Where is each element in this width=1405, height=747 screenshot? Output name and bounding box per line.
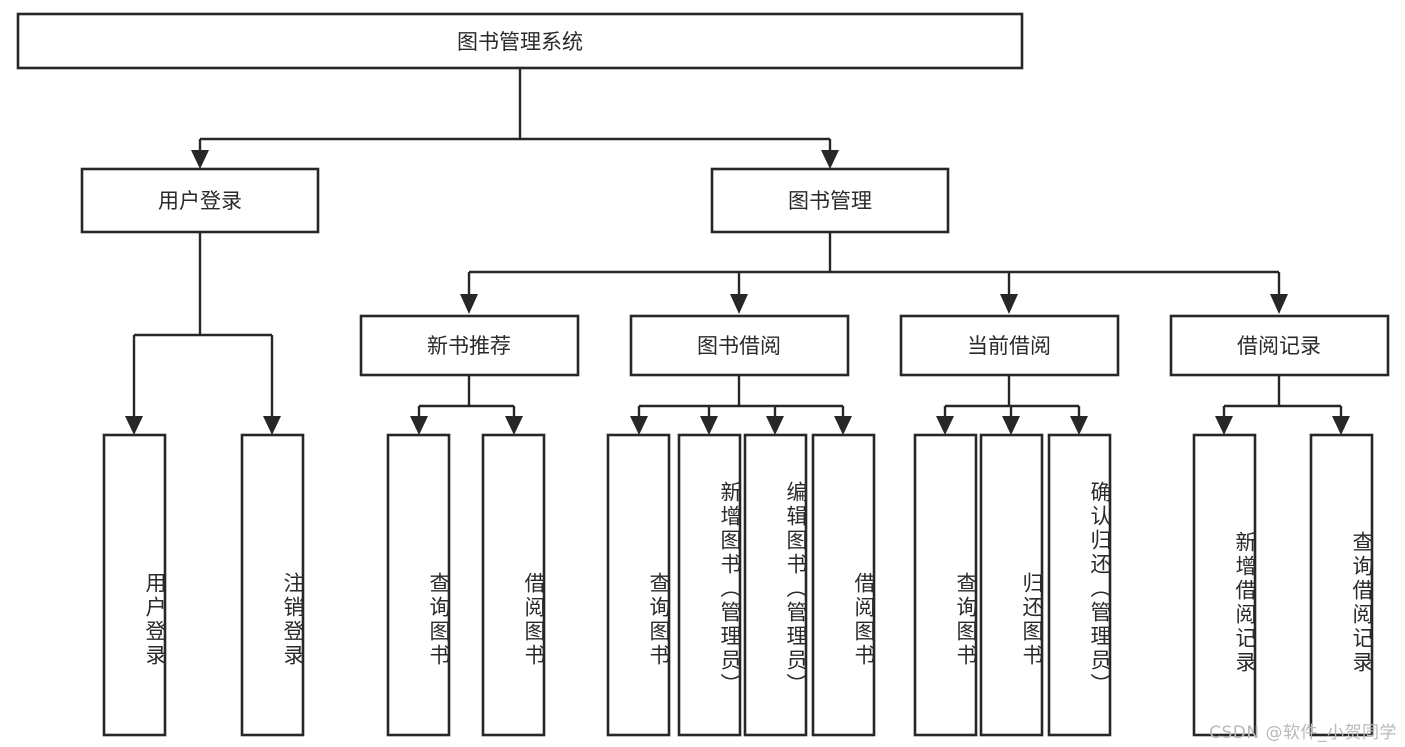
arrow-head-icon [263,416,281,435]
node-book-management[interactable]: 图书管理 [710,167,950,234]
root-box [16,12,1024,70]
arrow-head-icon [505,416,523,435]
current-borrow-label: 当前借阅 [967,334,1051,358]
arrow-head-icon [1070,416,1088,435]
leaf-box-user-login[interactable] [102,433,167,737]
arrow-head-icon [766,416,784,435]
connector-user-login-to-leaves [125,232,281,435]
arrow-head-icon [730,294,748,314]
arrow-head-icon [1000,294,1018,314]
user-login-label: 用户登录 [158,189,242,213]
arrow-head-icon [125,416,143,435]
leaf-box-edit-book-admin[interactable] [743,433,808,737]
csdn-watermark: CSDN @软件_小贺同学 [1209,723,1397,743]
user-login-box [80,167,320,234]
leaf-box-return-book[interactable] [979,433,1044,737]
leaf-box-query-borrow-record[interactable] [1309,433,1374,737]
arrow-head-icon [191,150,209,169]
borrow-record-label: 借阅记录 [1237,334,1321,358]
leaf-box-add-borrow-record[interactable] [1192,433,1257,737]
arrow-head-icon [460,294,478,314]
book-management-label: 图书管理 [788,189,872,213]
connector-new-book-recommend-to-leaves [410,375,523,435]
connector-book-management-to-level3 [460,232,1288,314]
arrow-head-icon [1332,416,1350,435]
leaf-box-confirm-return-admin[interactable] [1047,433,1112,737]
new-book-recommend-label: 新书推荐 [427,334,511,358]
leaf-box-query-book-current[interactable] [913,433,978,737]
node-new-book-recommend[interactable]: 新书推荐 [359,314,580,377]
book-borrow-label: 图书借阅 [697,334,781,358]
leaf-box-add-book-admin[interactable] [677,433,742,737]
connector-book-borrow-to-leaves [630,375,852,435]
node-current-borrow[interactable]: 当前借阅 [899,314,1120,377]
node-borrow-record[interactable]: 借阅记录 [1169,314,1390,377]
connector-root-to-level2 [191,68,839,169]
arrow-head-icon [1270,294,1288,314]
arrow-head-icon [936,416,954,435]
arrow-head-icon [1215,416,1233,435]
arrow-head-icon [821,150,839,169]
arrow-head-icon [630,416,648,435]
node-root[interactable]: 图书管理系统 [16,12,1024,70]
new-book-recommend-box [359,314,580,377]
current-borrow-box [899,314,1120,377]
leaf-box-borrow-book-recommend[interactable] [481,433,546,737]
leaf-box-query-book-borrow[interactable] [606,433,671,737]
arrow-head-icon [410,416,428,435]
root-label: 图书管理系统 [457,30,583,54]
leaf-box-borrow-book[interactable] [811,433,876,737]
leaf-box-logout[interactable] [240,433,305,737]
arrow-head-icon [700,416,718,435]
connector-borrow-record-to-leaves [1215,375,1350,435]
node-book-borrow[interactable]: 图书借阅 [629,314,850,377]
node-user-login[interactable]: 用户登录 [80,167,320,234]
arrow-head-icon [1002,416,1020,435]
arrow-head-icon [834,416,852,435]
connector-current-borrow-to-leaves [936,375,1088,435]
leaf-box-query-book-recommend[interactable] [386,433,451,737]
